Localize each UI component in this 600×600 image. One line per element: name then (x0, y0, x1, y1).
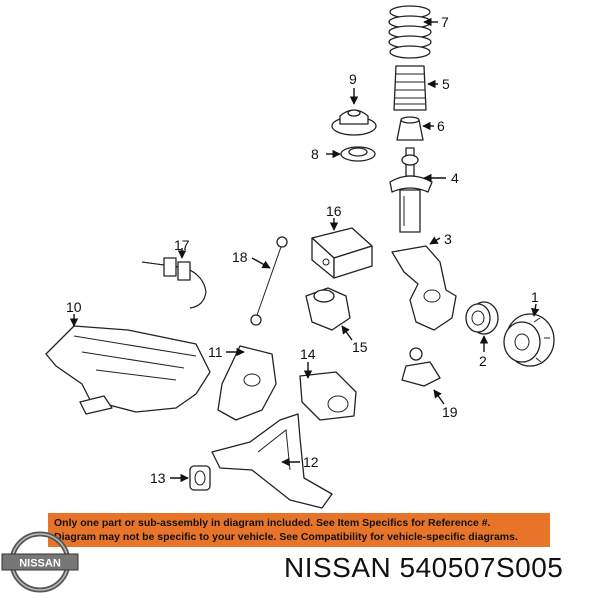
bushing-bracket-part (305, 287, 351, 331)
stabilizer-link-part (250, 236, 288, 326)
bump-stop-part (396, 116, 424, 141)
callout-18: 18 (232, 249, 248, 265)
disclaimer-line-2: Diagram may not be specific to your vehi… (54, 531, 518, 543)
callout-13: 13 (150, 470, 166, 486)
steering-knuckle-part (391, 245, 457, 331)
stabilizer-bar-part (141, 257, 207, 309)
nissan-logo-icon: NISSAN (1, 531, 79, 593)
callout-14: 14 (300, 346, 316, 362)
leader-lines (69, 17, 540, 483)
callout-17: 17 (174, 237, 190, 253)
control-arm-bushing-part (299, 371, 357, 421)
callout-8: 8 (311, 146, 319, 162)
callout-4: 4 (451, 170, 459, 186)
callout-5: 5 (442, 76, 450, 92)
strut-mount-part (331, 109, 377, 136)
strut-part (389, 147, 433, 233)
logo-text: NISSAN (19, 558, 61, 570)
callout-16: 16 (326, 203, 342, 219)
part-number-title: NISSAN 540507S005 (284, 552, 564, 583)
callout-labels: 1 2 3 4 5 6 7 8 9 10 11 12 13 14 15 16 1… (66, 14, 539, 486)
wheel-hub-part (503, 313, 555, 367)
hub-bearing-part (465, 301, 499, 335)
callout-12: 12 (303, 454, 319, 470)
callout-7: 7 (441, 14, 449, 30)
callout-2: 2 (479, 353, 487, 369)
dust-boot-part (393, 65, 427, 111)
mount-bearing-part (340, 146, 376, 162)
coil-spring-part (388, 5, 432, 59)
callout-1: 1 (531, 289, 539, 305)
mount-bracket-part (217, 345, 277, 421)
callout-19: 19 (442, 404, 458, 420)
subframe-part (45, 325, 211, 415)
callout-11: 11 (208, 344, 223, 360)
callout-10: 10 (66, 299, 82, 315)
lower-control-arm-part (211, 413, 333, 509)
disclaimer-line-1: Only one part or sub-assembly in diagram… (54, 517, 491, 529)
callout-15: 15 (352, 339, 368, 355)
control-module-part (311, 227, 373, 279)
callout-9: 9 (349, 71, 357, 87)
callout-3: 3 (444, 231, 452, 247)
ball-joint-part (401, 347, 441, 387)
small-bushing-part (189, 465, 211, 491)
disclaimer-banner: Only one part or sub-assembly in diagram… (48, 513, 550, 547)
callout-6: 6 (437, 118, 445, 134)
